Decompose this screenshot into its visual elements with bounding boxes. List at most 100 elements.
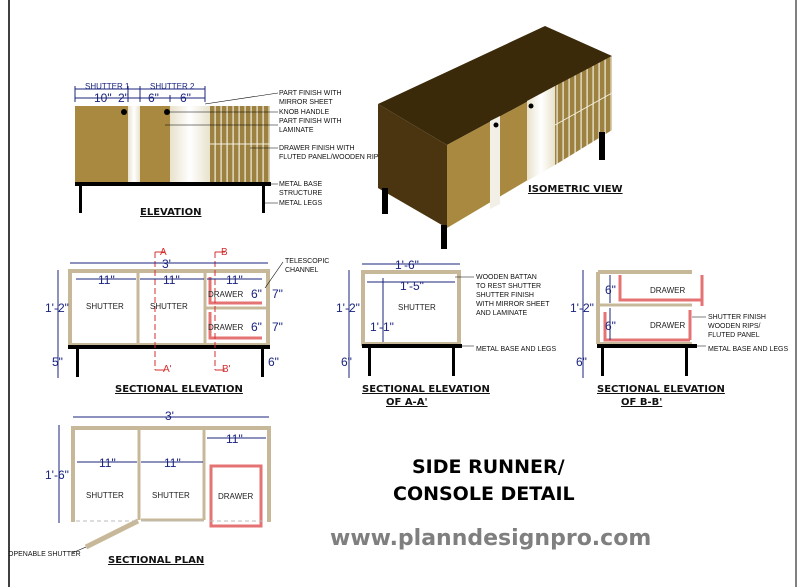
annotation-text: METAL BASE AND LEGS [476, 346, 556, 353]
mirror-strip [128, 106, 140, 182]
main-title: SIDE RUNNER/ [412, 456, 565, 478]
annotation-text: 7" [272, 320, 283, 334]
annotation-text: DRAWER [218, 492, 253, 501]
annotation-text: 6" [251, 287, 262, 301]
annotation-text: TELESCOPIC [285, 258, 329, 265]
knob-handle-icon [121, 109, 127, 115]
annotation-text: 11" [226, 273, 243, 287]
annotation-text: WOODEN RIPS/ [708, 323, 761, 330]
shutter-2 [140, 106, 170, 182]
annotation-text: B [221, 247, 228, 258]
annotation-text: A' [163, 364, 172, 375]
annotation-text: KNOB HANDLE [279, 109, 330, 116]
annotation-text: TO REST SHUTTER [476, 283, 541, 290]
annotation-text: SHUTTER [86, 491, 124, 500]
dim-label: 6" [180, 91, 191, 105]
annotation-text: DRAWER [650, 286, 685, 295]
annotation-text: WOODEN BATTAN [476, 274, 537, 281]
annotation-text: 11" [164, 456, 181, 470]
knob-handle-icon [164, 109, 170, 115]
annotation-text: 6" [605, 319, 616, 333]
main-title: CONSOLE DETAIL [393, 483, 575, 505]
annotation-text: 11" [98, 273, 115, 287]
elevation-view: SHUTTER 1 SHUTTER 2 10" 2" 6" 6" PART FI… [74, 82, 383, 218]
sectional-elevation-view: A A' B B' 3' 1'-2" 11" 11" 11" 5" 6" SHU… [45, 247, 329, 395]
view-title: ELEVATION [140, 207, 201, 218]
openable-shutter [84, 518, 140, 550]
annotation-text: SHUTTER [150, 302, 188, 311]
annotation-text: DRAWER [208, 323, 243, 332]
annotation-text: 1'-1" [370, 320, 394, 334]
annotation-text: 1'-6" [45, 468, 69, 482]
annotation-text: A [160, 247, 167, 258]
view-title: OF B-B' [621, 397, 662, 408]
annotation-text: WITH MIRROR SHEET [476, 301, 550, 308]
annotation-text: SHUTTER [152, 491, 190, 500]
section-aa-view: 1'-6" 1'-5" 1'-2" 1'-1" 6" SHUTTER WOODE… [336, 258, 556, 408]
dim-label: 6" [148, 91, 159, 105]
annotation-text: FLUTED PANEL [708, 332, 760, 339]
shutter-1 [75, 106, 128, 182]
annotation-text: METAL BASE AND LEGS [708, 346, 788, 353]
annotation-text: OPENABLE SHUTTER [8, 551, 81, 558]
annotation-text: 1'-2" [336, 301, 360, 315]
dim-label: SHUTTER 2 [150, 82, 195, 91]
metal-leg [382, 188, 388, 214]
annotation-text: 6" [605, 283, 616, 297]
view-title: SECTIONAL ELEVATION [597, 384, 725, 395]
annotation-text: DRAWER [208, 290, 243, 299]
mirror-panel [170, 106, 210, 182]
annotation-text: CHANNEL [285, 267, 319, 274]
annotation-text: 3' [162, 257, 171, 271]
annotation-text: STRUCTURE [279, 190, 322, 197]
annotation-text: 1'-2" [570, 301, 594, 315]
view-title: SECTIONAL ELEVATION [115, 384, 243, 395]
sectional-plan-view: 3' 1'-6" 11" 11" 11" SHUTTER SHUTTER DRA… [8, 409, 271, 566]
annotation-text: DRAWER FINISH WITH [279, 145, 355, 152]
view-title: ISOMETRIC VIEW [528, 184, 623, 195]
annotation-text: LAMINATE [279, 127, 314, 134]
annotation-text: B' [222, 364, 231, 375]
dim-label: 2" [118, 91, 129, 105]
annotation-text: AND LAMINATE [476, 310, 528, 317]
annotation-text: DRAWER [650, 321, 685, 330]
annotation-text: 1'-2" [45, 301, 69, 315]
metal-leg [262, 186, 265, 213]
annotation-text: METAL BASE [279, 181, 323, 188]
view-title: SECTIONAL ELEVATION [362, 384, 490, 395]
dim-label: 10" [94, 91, 112, 105]
annotation-text: PART FINISH WITH [279, 118, 342, 125]
annotation-text: 11" [226, 432, 243, 446]
annotation-text: SHUTTER [398, 303, 436, 312]
annotation-text: 11" [163, 273, 180, 287]
drawer-box [209, 464, 263, 528]
view-title: OF A-A' [386, 397, 428, 408]
annotation-text: 1'-5" [400, 279, 424, 293]
iso-top [378, 26, 612, 145]
annotation-text: 6" [341, 355, 352, 369]
isometric-view: ISOMETRIC VIEW [378, 26, 623, 249]
annotation-text: SHUTTER [86, 302, 124, 311]
annotation-text: METAL LEGS [279, 200, 323, 207]
annotation-text: PART FINISH WITH [279, 90, 342, 97]
annotation-text: 5" [52, 355, 63, 369]
metal-leg [599, 132, 605, 160]
metal-leg [441, 225, 447, 249]
annotation-text: 6" [268, 355, 279, 369]
dim-label: SHUTTER 1 [85, 82, 130, 91]
metal-base [75, 182, 271, 186]
annotation-text: 6" [576, 355, 587, 369]
annotation-text: 1'-6" [395, 258, 419, 272]
metal-leg [79, 186, 82, 213]
annotation-text: 3' [165, 409, 174, 423]
iso-side [378, 104, 447, 228]
annotation-text: 6" [251, 320, 262, 334]
watermark: www.planndesignpro.com [330, 526, 651, 551]
annotation-text: FLUTED PANEL/WOODEN RIPS [279, 154, 383, 161]
annotation-text: SHUTTER FINISH [476, 292, 534, 299]
view-title: SECTIONAL PLAN [108, 555, 204, 566]
section-bb-view: 1'-2" 6" 6" 6" DRAWER DRAWER SHUTTER FIN… [570, 270, 788, 408]
annotation-text: SHUTTER FINISH [708, 314, 766, 321]
annotation-text: 7" [272, 287, 283, 301]
